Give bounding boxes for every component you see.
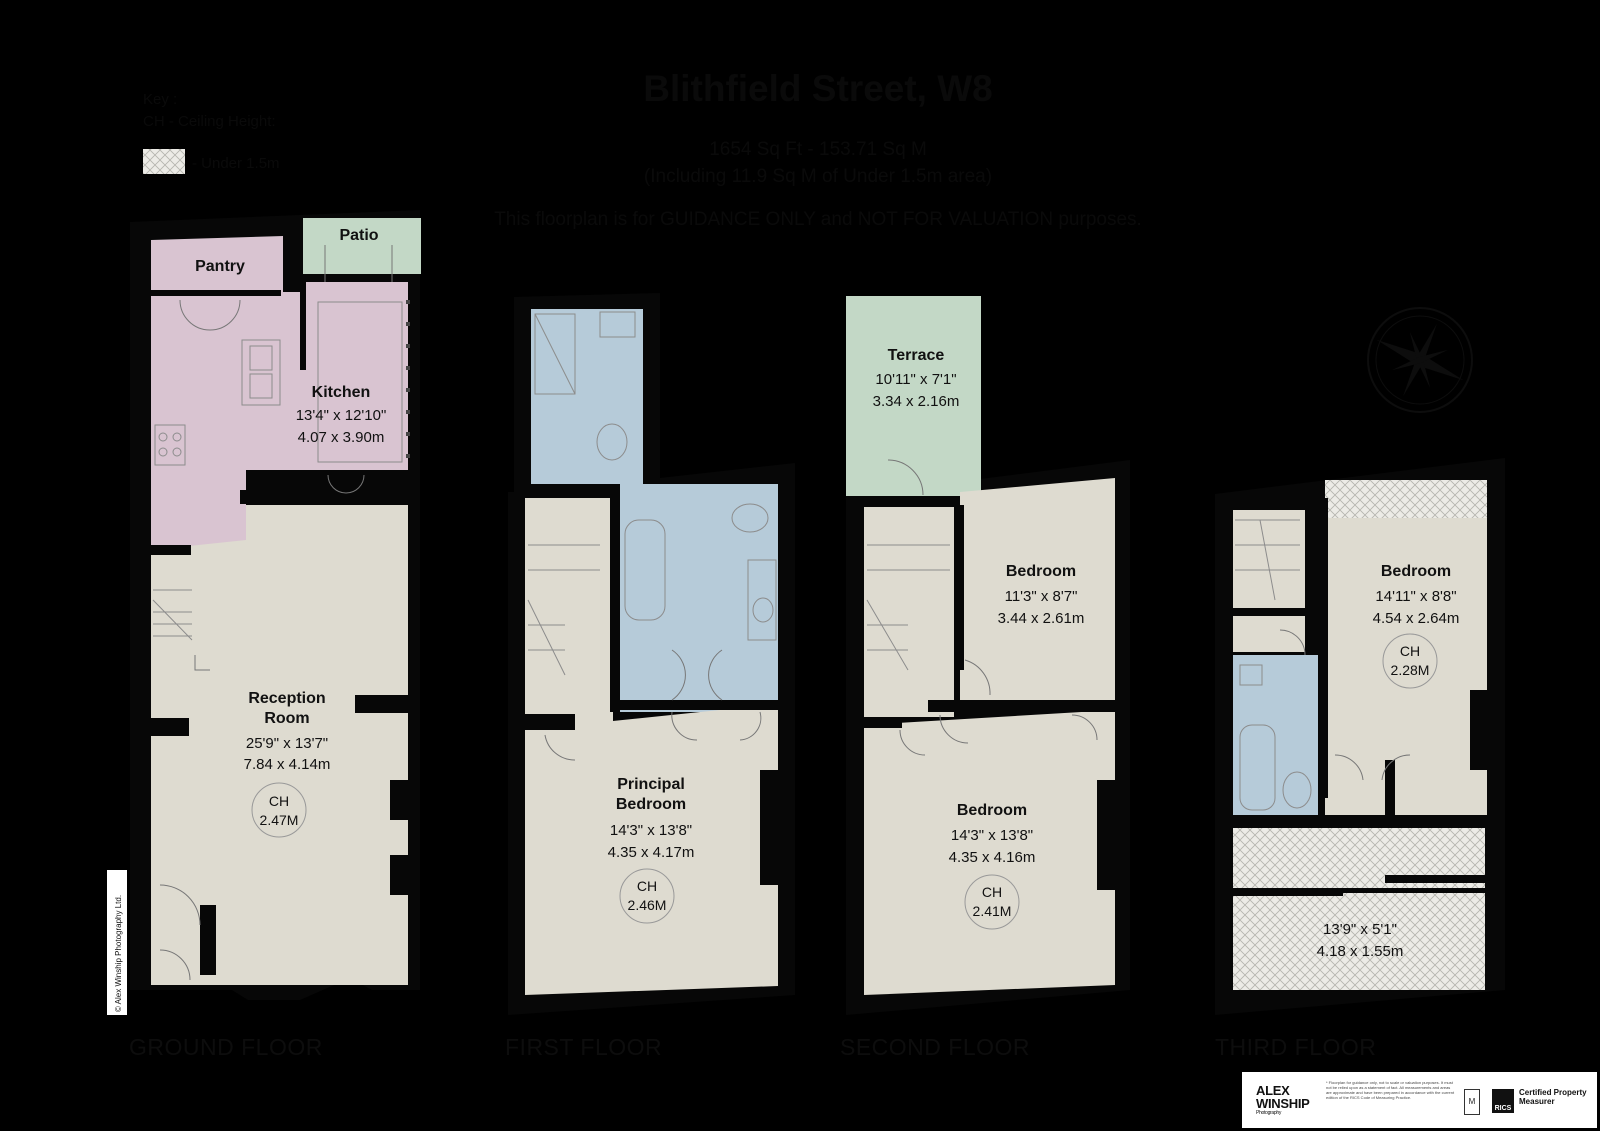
- third-bedroom-ch-label: CH: [1400, 643, 1420, 659]
- principal-bedroom-imperial: 14'3" x 13'8": [610, 822, 692, 839]
- second-bedroom-b-imperial: 14'3" x 13'8": [951, 827, 1033, 844]
- header: Blithfield Street, W8 1654 Sq Ft - 153.7…: [494, 68, 1142, 230]
- third-bedroom-metric: 4.54 x 2.64m: [1373, 610, 1460, 627]
- second-bedroom-a-metric: 3.44 x 2.61m: [998, 610, 1085, 627]
- rics-badge: RICS: [1492, 1089, 1514, 1113]
- principal-bedroom-ch-circle: [619, 868, 675, 924]
- measure-mark-icon: M: [1464, 1089, 1480, 1115]
- logo-subtitle: Photography: [1256, 1110, 1282, 1116]
- shower-room-floor: [531, 309, 643, 484]
- principal-bedroom-floor: [525, 704, 778, 995]
- third-bedroom-ch-circle: [1382, 633, 1438, 689]
- second-bedroom-b-ch-value: 2.41M: [973, 903, 1012, 919]
- footer-disclaimer: * Floorplan for guidance only, not to sc…: [1326, 1080, 1455, 1100]
- terrace-floor: [846, 296, 981, 496]
- reception-ch-circle: [251, 782, 307, 838]
- principal-bedroom-label-line2: Bedroom: [616, 796, 686, 813]
- guidance-note: This floorplan is for GUIDANCE ONLY and …: [494, 209, 1142, 230]
- second-bedroom-b-metric: 4.35 x 4.16m: [949, 849, 1036, 866]
- compass-icon: [1367, 307, 1473, 413]
- second-bedroom-b-floor: [864, 710, 1115, 995]
- reception-label-line1: Reception: [248, 690, 325, 707]
- ground-floor-label: GROUND FLOOR: [129, 1034, 323, 1060]
- third-floor-label: THIRD FLOOR: [1215, 1034, 1376, 1060]
- first-floor-label: FIRST FLOOR: [505, 1034, 662, 1060]
- third-loft-under-bottom: [1233, 893, 1485, 990]
- rics-certified-text: Certified Property Measurer: [1519, 1088, 1587, 1106]
- first-landing-floor: [525, 498, 613, 726]
- patio-floor: [303, 218, 421, 274]
- second-bedroom-a-floor: [960, 478, 1115, 705]
- ground-floor-plan: Pantry Patio Kitchen 13'4" x 12'10" 4.07…: [129, 210, 421, 1060]
- key-legend: Key : CH - Ceiling Height: - Under 1.5m: [143, 91, 280, 174]
- first-floor-plan: Principal Bedroom 14'3" x 13'8" 4.35 x 4…: [505, 293, 795, 1060]
- principal-bedroom-ch-value: 2.46M: [628, 897, 667, 913]
- reception-imperial: 25'9" x 13'7": [246, 735, 328, 752]
- third-bedroom-ch-value: 2.28M: [1391, 662, 1430, 678]
- second-bedroom-b-label: Bedroom: [957, 802, 1027, 819]
- area-note: (Including 11.9 Sq M of Under 1.5m area): [644, 166, 992, 187]
- key-title: Key :: [143, 91, 177, 108]
- terrace-metric: 3.34 x 2.16m: [873, 393, 960, 410]
- second-bedroom-a-label: Bedroom: [1006, 563, 1076, 580]
- reception-ch-label: CH: [269, 793, 289, 809]
- first-bathroom-floor: [620, 484, 778, 712]
- reception-label-line2: Room: [264, 710, 309, 727]
- third-bedroom-imperial: 14'11" x 8'8": [1375, 588, 1456, 605]
- reception-metric: 7.84 x 4.14m: [244, 756, 331, 773]
- second-floor-label: SECOND FLOOR: [840, 1034, 1030, 1060]
- second-bedroom-b-ch-circle: [964, 874, 1020, 930]
- property-title: Blithfield Street, W8: [643, 68, 992, 109]
- patio-label: Patio: [339, 227, 378, 244]
- principal-bedroom-ch-label: CH: [637, 878, 657, 894]
- logo-line2: WINSHIP: [1256, 1096, 1310, 1111]
- third-bedroom-label: Bedroom: [1381, 563, 1451, 580]
- logo-line1: ALEX: [1256, 1083, 1290, 1098]
- kitchen-imperial: 13'4" x 12'10": [296, 407, 387, 424]
- third-floor-plan: Bedroom 14'11" x 8'8" 4.54 x 2.64m CH 2.…: [1215, 458, 1505, 1060]
- terrace-imperial: 10'11" x 7'1": [875, 371, 956, 388]
- principal-bedroom-label-line1: Principal: [617, 776, 685, 793]
- second-bedroom-a-imperial: 11'3" x 8'7": [1005, 588, 1078, 605]
- copyright-text: © Alex Winship Photography Ltd.: [114, 895, 123, 1012]
- principal-bedroom-metric: 4.35 x 4.17m: [608, 844, 695, 861]
- copyright-box: [107, 870, 127, 1015]
- second-floor-plan: Terrace 10'11" x 7'1" 3.34 x 2.16m Bedro…: [840, 296, 1130, 1060]
- pantry-label: Pantry: [195, 258, 245, 275]
- terrace-label: Terrace: [888, 347, 945, 364]
- kitchen-metric: 4.07 x 3.90m: [298, 429, 385, 446]
- footer-branding: ALEX WINSHIP Photography * Floorplan for…: [1242, 1072, 1597, 1128]
- total-area: 1654 Sq Ft - 153.71 Sq M: [709, 139, 927, 160]
- company-logo: ALEX WINSHIP Photography: [1256, 1084, 1310, 1116]
- third-loft-imperial: 13'9" x 5'1": [1323, 921, 1397, 938]
- reception-ch-value: 2.47M: [260, 812, 299, 828]
- reception-room-floor: [151, 505, 408, 985]
- key-under-swatch: [143, 149, 185, 174]
- second-landing-floor: [864, 507, 954, 717]
- third-bedroom-floor: [1325, 518, 1487, 815]
- kitchen-label: Kitchen: [312, 384, 371, 401]
- second-bedroom-b-ch-label: CH: [982, 884, 1002, 900]
- third-landing-floor: [1233, 510, 1305, 610]
- third-eaves-under: [1325, 480, 1487, 518]
- third-loft-metric: 4.18 x 1.55m: [1317, 943, 1404, 960]
- key-under-label: - Under 1.5m: [192, 155, 280, 172]
- key-ceiling-height: CH - Ceiling Height:: [143, 113, 276, 130]
